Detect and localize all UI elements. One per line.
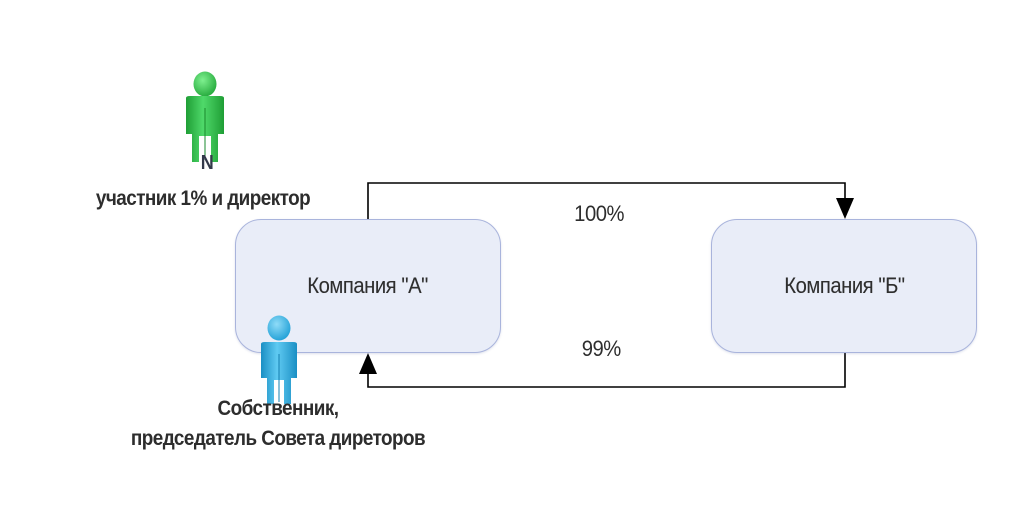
arrowhead-down-icon xyxy=(836,198,854,219)
owner-caption-line1: Собственник, xyxy=(217,397,339,420)
edge-label-99: 99% xyxy=(581,336,622,361)
arrowhead-up-icon xyxy=(359,353,377,374)
company-a-node[interactable]: Компания "А" xyxy=(235,219,501,353)
person-n-name: N xyxy=(200,152,214,174)
edge-b-to-a-line xyxy=(367,353,846,388)
person-n-caption: участник 1% и директор xyxy=(95,187,311,210)
edge-label-100: 100% xyxy=(574,201,625,226)
edge-a-to-b-line xyxy=(367,182,846,219)
company-b-label: Компания "Б" xyxy=(783,273,905,298)
owner-caption: Собственник, председатель Совета диретор… xyxy=(87,394,469,454)
owner-caption-line2: председатель Совета диреторов xyxy=(130,427,426,450)
company-b-node[interactable]: Компания "Б" xyxy=(711,219,977,353)
company-a-label: Компания "А" xyxy=(307,273,429,298)
